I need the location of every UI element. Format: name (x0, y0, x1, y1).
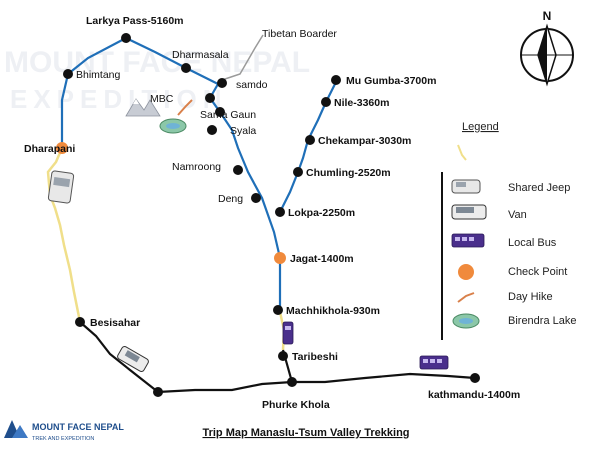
dot-phurke[interactable] (287, 377, 297, 387)
dot-bhimtang[interactable] (63, 69, 73, 79)
label-mu-gumba: Mu Gumba-3700m (346, 75, 436, 87)
label-mbc: MBC (150, 93, 174, 105)
dot-taribeshi[interactable] (278, 351, 288, 361)
dayhike-line (177, 99, 193, 116)
label-namroong: Namroong (172, 161, 221, 173)
dot-kathmandu[interactable] (470, 373, 480, 383)
legend-label-bus: Local Bus (508, 237, 557, 249)
jeep-icon-route (47, 170, 75, 204)
dot-chekampar[interactable] (305, 135, 315, 145)
checkpoint-jagat[interactable] (274, 252, 286, 264)
dot-mbc[interactable] (205, 93, 215, 103)
legend-label-jeep: Shared Jeep (508, 182, 570, 194)
dot-dharmasala[interactable] (181, 63, 191, 73)
jeep-road-line (46, 147, 82, 323)
label-bhimtang: Bhimtang (76, 69, 121, 81)
legend-label-lake: Birendra Lake (508, 315, 577, 327)
dot-sama-gaun[interactable] (215, 107, 225, 117)
legend-van-icon (451, 204, 487, 220)
road-line (79, 321, 476, 394)
label-larkya: Larkya Pass-5160m (86, 15, 184, 27)
label-dharapani: Dharapani (24, 143, 75, 155)
label-kathmandu: kathmandu-1400m (428, 389, 520, 401)
legend-bus-icon (451, 233, 485, 248)
logo-tagline: TREK AND EXPEDITION (32, 436, 94, 442)
dot-chumling[interactable] (293, 167, 303, 177)
label-phurke: Phurke Khola (262, 399, 330, 411)
dot-samdo[interactable] (217, 78, 227, 88)
label-lokpa: Lokpa-2250m (288, 207, 355, 219)
label-samdo: samdo (236, 79, 268, 91)
dot-road-junction[interactable] (153, 387, 163, 397)
north-arrow: N (520, 9, 574, 87)
watermark-line2: EXPEDITION (10, 84, 227, 114)
dot-nile[interactable] (321, 97, 331, 107)
dot-larkya[interactable] (121, 33, 131, 43)
label-taribeshi: Taribeshi (292, 351, 338, 363)
dot-mu-gumba[interactable] (331, 75, 341, 85)
label-jagat: Jagat-1400m (290, 253, 354, 265)
mountain-icon (125, 98, 161, 117)
label-chumling: Chumling-2520m (306, 167, 391, 179)
checkpoint-dharapani[interactable] (56, 142, 68, 154)
company-logo: MOUNT FACE NEPAL TREK AND EXPEDITION (4, 420, 124, 442)
van-icon-route (117, 346, 149, 372)
legend-checkpoint-icon (458, 264, 474, 280)
label-dharmasala: Dharmasala (172, 49, 229, 61)
dot-machhikhola[interactable] (273, 305, 283, 315)
dot-besisahar[interactable] (75, 317, 85, 327)
map-title: Trip Map Manaslu-Tsum Valley Trekking (202, 427, 409, 439)
legend-dayhike-icon (457, 292, 475, 303)
label-besisahar: Besisahar (90, 317, 140, 329)
dot-lokpa[interactable] (275, 207, 285, 217)
legend: Legend Shared Jeep Van Local Bus Check P… (441, 121, 577, 340)
dot-syala[interactable] (207, 125, 217, 135)
watermark-line1: MOUNT FACE NEPAL (4, 46, 310, 79)
label-nile: Nile-3360m (334, 97, 389, 109)
lake-icon (159, 118, 187, 134)
tibetan-border-line (221, 34, 264, 81)
label-sama-gaun: Sama Gaun (200, 109, 256, 121)
bus-icon-kathmandu (419, 355, 449, 370)
legend-label-dayhike: Day Hike (508, 291, 553, 303)
legend-label-checkpoint: Check Point (508, 266, 567, 278)
bus-icon-taribeshi (282, 321, 294, 345)
label-machhikhola: Machhikhola-930m (286, 305, 380, 317)
north-label: N (543, 9, 552, 23)
logo-name: MOUNT FACE NEPAL (32, 422, 124, 432)
stop-dots (63, 33, 480, 397)
label-tibetan-border: Tibetan Boarder (262, 28, 337, 40)
legend-jeep-icon (451, 144, 481, 194)
label-syala: Syala (230, 125, 256, 137)
label-deng: Deng (218, 193, 243, 205)
dot-namroong[interactable] (233, 165, 243, 175)
legend-lake-icon (452, 313, 480, 329)
legend-title: Legend (462, 121, 499, 133)
label-chekampar: Chekampar-3030m (318, 135, 411, 147)
dot-deng[interactable] (251, 193, 261, 203)
legend-label-van: Van (508, 209, 527, 221)
